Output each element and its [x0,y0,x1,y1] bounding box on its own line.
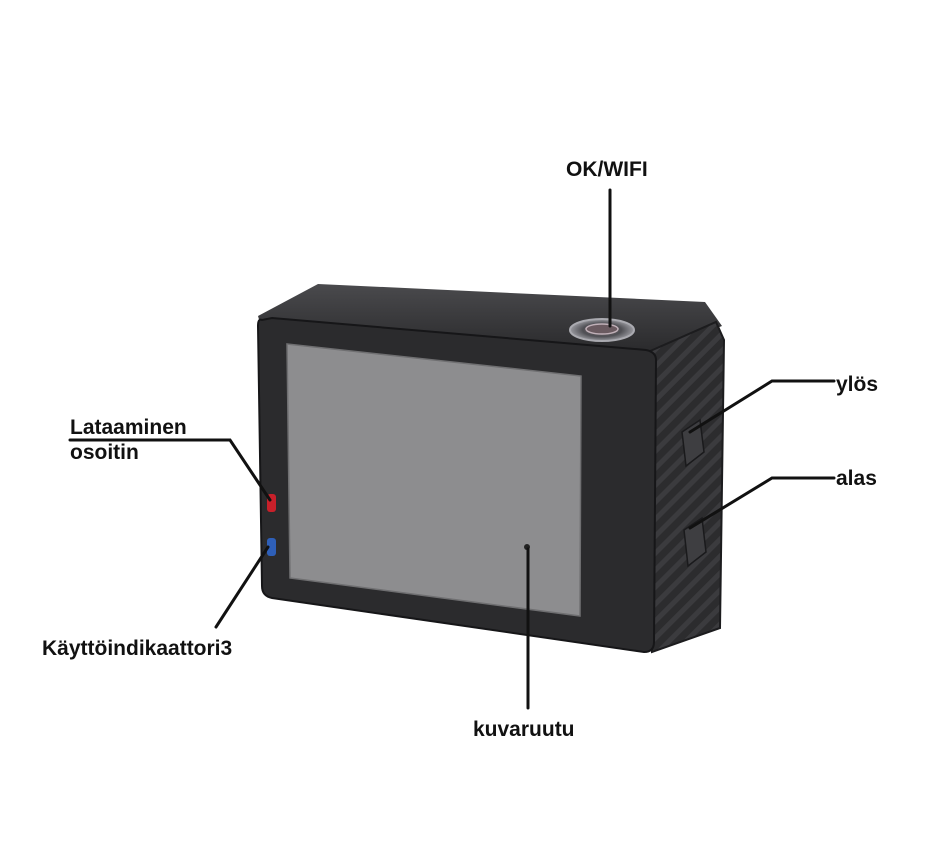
charging-label-line2: osoitin [70,440,187,465]
up-label: ylös [836,372,878,397]
camera-side-face [648,322,724,652]
charging-label-line1: Lataaminen [70,415,187,440]
camera-screen [287,344,581,616]
status-indicator-label: Käyttöindikaattori3 [42,636,232,661]
screen-label: kuvaruutu [473,717,575,742]
ok-wifi-label: OK/WIFI [566,157,648,182]
down-label: alas [836,466,877,491]
charging-indicator-label: Lataaminen osoitin [70,415,187,465]
status-leader-line [216,547,268,627]
